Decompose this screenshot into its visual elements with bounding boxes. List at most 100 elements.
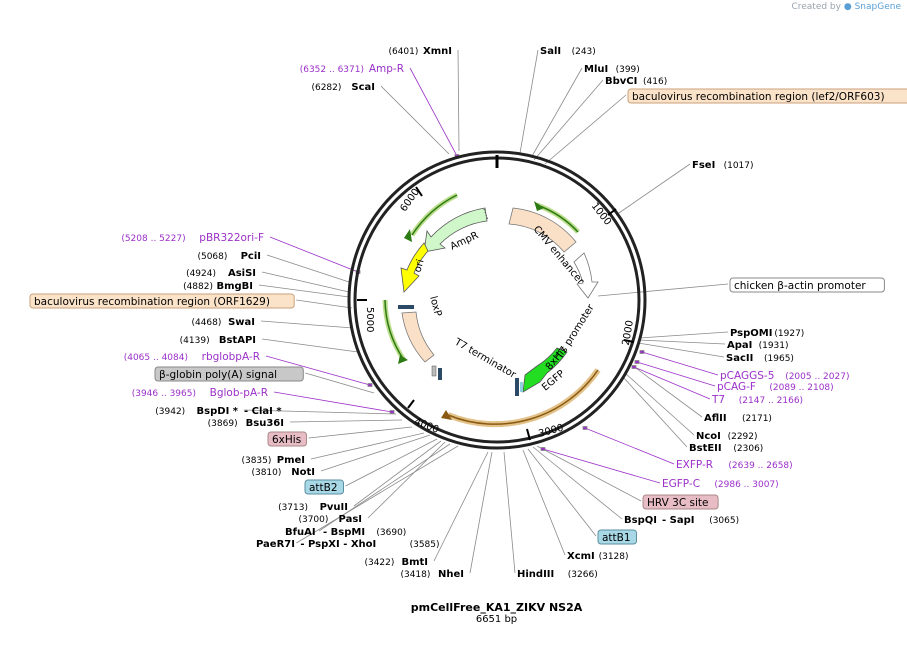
leader-line	[261, 338, 359, 353]
leader-line	[433, 451, 489, 562]
leader-line	[532, 446, 623, 520]
feature-label-text: baculovirus recombination region (lef2/O…	[632, 91, 885, 103]
site-label-pcaggs[interactable]: pCAGGS-5 (2005 .. 2027)	[720, 370, 849, 382]
site-label-bstapi[interactable]: BstAPI(4139)	[180, 335, 256, 346]
site-position: (3418)	[400, 570, 430, 580]
leader-line	[266, 254, 350, 283]
site-label-apai[interactable]: ApaI(1931)	[727, 340, 789, 351]
site-label-pbr[interactable]: pBR322ori-F(5208 .. 5227)	[121, 232, 264, 244]
site-label-hindiii[interactable]: HindIII(3266)	[517, 569, 598, 580]
site-name: BmtI	[401, 557, 428, 568]
site-label-nhei[interactable]: NheI(3418)	[400, 569, 464, 580]
site-label-pasi[interactable]: PasI (3700)	[298, 514, 362, 525]
leader-line	[584, 427, 675, 465]
site-position: (1927)	[774, 329, 804, 339]
site-label-pmei[interactable]: PmeI(3835)	[241, 455, 305, 466]
site-label-bbvci[interactable]: BbvCI(416)	[605, 76, 667, 87]
site-name: pCAGGS-5	[720, 370, 774, 382]
site-label-cba[interactable]: chicken β-actin promoter	[729, 277, 885, 293]
orf1629-feature[interactable]	[401, 311, 435, 363]
site-label-egfpr[interactable]: EXFP-R(2639 .. 2658)	[676, 459, 793, 471]
site-label-xmni[interactable]: XmnI(6401)	[388, 46, 452, 57]
site-label-paer7i[interactable]: PaeR7I- PspXI - XhoI(3585)	[256, 539, 440, 550]
site-label-his6[interactable]: 6xHis	[267, 431, 307, 447]
leader-line	[409, 67, 458, 157]
site-position: (3700)	[298, 515, 328, 525]
site-label-aflii[interactable]: AflII(2171)	[704, 413, 772, 424]
site-label-pspomi[interactable]: PspOMI(1927)	[730, 328, 804, 339]
site-position: (6352 .. 6371)	[300, 65, 364, 75]
site-name: NotI	[291, 467, 315, 478]
site-label-bac1[interactable]: baculovirus recombination region (lef2/O…	[627, 88, 907, 104]
site-name: PasI	[339, 514, 362, 525]
cba-promoter-feature[interactable]	[573, 252, 599, 299]
site-label-t7[interactable]: T7(2147 .. 2166)	[711, 394, 803, 406]
leader-line	[269, 236, 359, 273]
feature-label-text: HRV 3C site	[647, 497, 708, 509]
site-label-pcag[interactable]: pCAG-F(2089 .. 2108)	[717, 381, 834, 393]
site-label-bsteii[interactable]: BstEII(2306)	[689, 443, 763, 454]
site-label-bmgbi[interactable]: BmgBI(4882)	[183, 281, 253, 292]
site-label-egfpc[interactable]: EGFP-C(2986 .. 3007)	[662, 478, 779, 490]
site-name: ScaI	[351, 82, 375, 93]
primer-marker	[367, 383, 373, 387]
site-label-swai[interactable]: SwaI(4468)	[191, 317, 255, 328]
site-position: (3065)	[709, 516, 739, 526]
backbone-outer	[347, 150, 647, 450]
site-label-pcii[interactable]: PciI(5068)	[197, 251, 261, 262]
site-label-pvuii[interactable]: PvuII(3713)	[278, 502, 348, 513]
site-label-bac2[interactable]: baculovirus recombination region (ORF162…	[29, 293, 295, 309]
site-label-hrv[interactable]: HRV 3C site	[642, 494, 719, 510]
site-label-saci[interactable]: SacII(1965)	[726, 353, 794, 364]
leader-line	[261, 271, 350, 293]
site-label-attb1[interactable]: attB1	[597, 529, 637, 545]
site-label-sali[interactable]: SalI(243)	[540, 46, 596, 57]
site-label-mlui[interactable]: MluI(399)	[584, 64, 640, 75]
site-position: (2147 .. 2166)	[739, 396, 803, 406]
site-position: (3585)	[410, 540, 440, 550]
site-label-bglob[interactable]: Bglob-pA-R(3946 .. 3965)	[132, 387, 268, 399]
site-label-attb2[interactable]: attB2	[304, 479, 344, 495]
site-label-fsei[interactable]: FseI(1017)	[692, 160, 754, 171]
site-label-asisi[interactable]: AsiSI(4924)	[186, 268, 256, 279]
site-name: BbvCI	[605, 76, 637, 87]
site-name: PaeR7I	[256, 539, 295, 550]
feature-label-text: β-globin poly(A) signal	[159, 369, 277, 381]
site-label-bglobin[interactable]: β-globin poly(A) signal	[154, 366, 304, 382]
leader-line	[615, 163, 691, 216]
site-label-rbglob[interactable]: rbglobpA-R(4065 .. 4084)	[124, 351, 260, 363]
leader-line	[265, 355, 371, 386]
leader-line	[636, 361, 716, 387]
site-label-bspdi[interactable]: BspDI *(3942)- ClaI *	[155, 406, 282, 417]
leader-line	[522, 449, 566, 556]
site-label-ncoi[interactable]: NcoI(2292)	[696, 431, 758, 442]
feature-label-text: 6xHis	[272, 434, 301, 446]
feature-label-box	[29, 293, 295, 309]
site-label-bfuai[interactable]: BfuAI- BspMI(3690)	[285, 527, 406, 538]
tick-label-5000: 5000	[364, 307, 375, 332]
egfp-feature[interactable]	[522, 347, 568, 393]
site-position: (2005 .. 2027)	[785, 372, 849, 382]
site-label-xcmi[interactable]: XcmI(3128)	[567, 551, 629, 562]
site-position: (3835)	[241, 456, 271, 466]
cmv-enhancer-feature[interactable]	[508, 207, 577, 253]
feature-label-box	[304, 479, 344, 495]
site-label-scai[interactable]: ScaI(6282)	[311, 82, 375, 93]
ampr-feature[interactable]	[423, 207, 488, 253]
site-position: (3690)	[376, 528, 406, 538]
plasmid-name: pmCellFree_KA1_ZIKV NS2A	[410, 601, 583, 614]
leader-line	[542, 448, 661, 484]
site-position: (2171)	[742, 414, 772, 424]
site-label-ampr_primer[interactable]: Amp-R(6352 .. 6371)	[300, 63, 404, 75]
site-position: (3128)	[599, 552, 629, 562]
loxp-label: loxP	[427, 295, 443, 318]
site-position: (4468)	[191, 318, 221, 328]
site-label-bmti[interactable]: BmtI(3422)	[364, 557, 428, 568]
ori-feature[interactable]	[400, 242, 429, 293]
site-label-bsu36i[interactable]: Bsu36I(3869)	[208, 418, 284, 429]
leader-line	[530, 67, 583, 159]
site-name: BmgBI	[216, 281, 253, 292]
site-label-noti[interactable]: NotI(3810)	[251, 467, 315, 478]
feature-label-box	[627, 88, 907, 104]
site-label-bspqi[interactable]: BspQI- SapI(3065)	[624, 515, 739, 526]
